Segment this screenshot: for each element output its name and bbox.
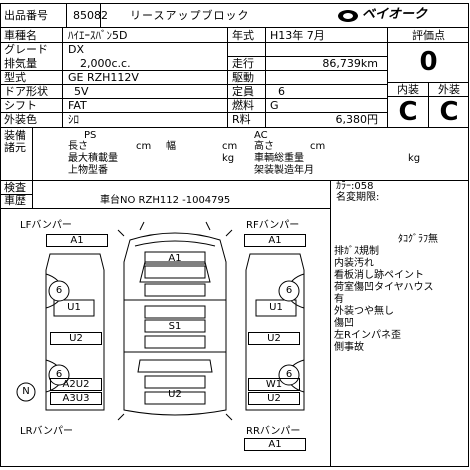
model-label: 車種名 [4,29,37,42]
length-label: 長さ [68,141,88,152]
model-value: ﾊｲｴｰｽﾊﾞﾝ5D [68,29,128,42]
type-label: 型式 [4,71,26,84]
manufacture-label: 架装製造年月 [254,165,314,176]
right-rear-corner-grade: U2 [248,392,300,405]
right-slide-door-grade: U2 [248,332,300,345]
note-line: 看板消し跡ペイント [334,270,424,281]
tire-mark: N [22,386,30,397]
capacity-label: 定員 [232,85,254,98]
left-front-door-grade: U1 [67,302,81,313]
specs-label: 諸元 [4,141,26,154]
rr-bumper-grade: A1 [244,438,306,451]
ac-badge: AC [254,130,268,141]
lf-bumper-label: LFバンパー [20,220,72,231]
interior-rating: C [398,97,418,127]
color-value: ｼﾛ [68,113,79,126]
r-price-value: 6,380円 [335,113,379,126]
note-line: 外装つや無し [334,306,394,317]
doors-label: ドア形状 [4,85,48,98]
right-front-door-grade: U1 [269,302,283,313]
fuel-value: G [270,99,279,112]
doors-value: 5V [74,85,89,98]
width-label: 幅 [166,141,176,152]
tachograph-note: ﾀｺｸﾞﾗﾌ無 [398,234,438,245]
displacement-label: 排気量 [4,57,37,70]
note-line: 側事故 [334,342,364,353]
note-line: 傷凹 [334,318,354,329]
displacement-value: 2,000c.c. [80,57,131,70]
note-line: 内装汚れ [334,258,374,269]
car-diagram [16,221,305,421]
equipment-label: 装備 [4,129,26,142]
grade-value: DX [68,43,85,56]
color-code: ｶﾗｰ:058 [336,181,374,192]
hood-grade: A1 [168,253,182,264]
exterior-rating-label: 外装 [438,83,460,96]
drive-label: 駆動 [232,71,254,84]
mileage-value: 86,739km [322,57,378,70]
grade-label: グレード [4,43,48,56]
right-rear-quarter-grade: W1 [248,378,300,391]
rr-bumper-label: RRバンパー [246,426,301,437]
left-rear-quarter-grade: A2U2 [50,378,102,391]
back-door-grade: U2 [168,389,182,400]
roof-grade: S1 [168,321,182,332]
length-unit: cm [136,141,152,152]
mileage-label: 走行 [232,57,254,70]
year-value: H13年 7月 [270,29,325,42]
left-rear-wheel: 6 [55,369,63,380]
history-label: 車歴 [4,194,26,207]
exterior-rating: C [439,97,459,127]
bayauk-logo: ベイオーク [336,7,464,24]
max-load-label: 最大積載量 [68,153,118,164]
fuel-label: 燃料 [232,99,254,112]
note-line: 荷室傷凹タイヤハウス [334,282,434,293]
interior-rating-label: 内装 [397,83,419,96]
year-label: 年式 [232,29,254,42]
r-price-label: R料 [232,113,251,126]
left-slide-door-grade: U2 [50,332,102,345]
gross-weight-unit: kg [408,153,421,164]
height-label: 高さ [254,141,274,152]
lf-bumper-grade: A1 [46,234,108,247]
note-line: 有 [334,294,344,305]
gross-weight-label: 車輌総重量 [254,153,304,164]
shift-label: シフト [4,99,37,112]
right-front-wheel: 6 [285,285,293,296]
chassis-number: 車台NO RZH112 -1004795 [100,195,231,206]
left-front-wheel: 6 [55,285,63,296]
right-rear-wheel: 6 [285,369,293,380]
overall-rating-label: 評価点 [412,29,445,42]
note-line: 排ｶﾞｽ規制 [334,246,379,257]
logo-text: ベイオーク [362,7,428,22]
color-label: 外装色 [4,113,37,126]
capacity-value: 6 [278,85,285,98]
inspection-label: 検査 [4,181,26,194]
page-title: リースアップブロック [130,9,250,22]
rf-bumper-grade: A1 [244,234,306,247]
height-unit: cm [310,141,326,152]
lot-number: 85082 [73,9,108,22]
type-value: GE RZH112V [68,71,139,84]
lot-number-label: 出品番号 [4,9,48,22]
left-rear-corner-grade: A3U3 [50,392,102,405]
note-line: 左Rインパネ歪 [334,330,401,341]
logo-mark-icon [338,10,358,22]
rf-bumper-label: RFバンパー [246,220,300,231]
body-shape-label: 上物型番 [68,165,108,176]
shift-value: FAT [68,99,87,112]
lr-bumper-label: LRバンパー [20,426,74,437]
width-unit: cm [222,141,238,152]
overall-rating: 0 [419,47,438,77]
ps-badge: PS [84,130,97,141]
max-load-unit: kg [222,153,235,164]
transfer-deadline: 名変期限: [336,192,380,203]
